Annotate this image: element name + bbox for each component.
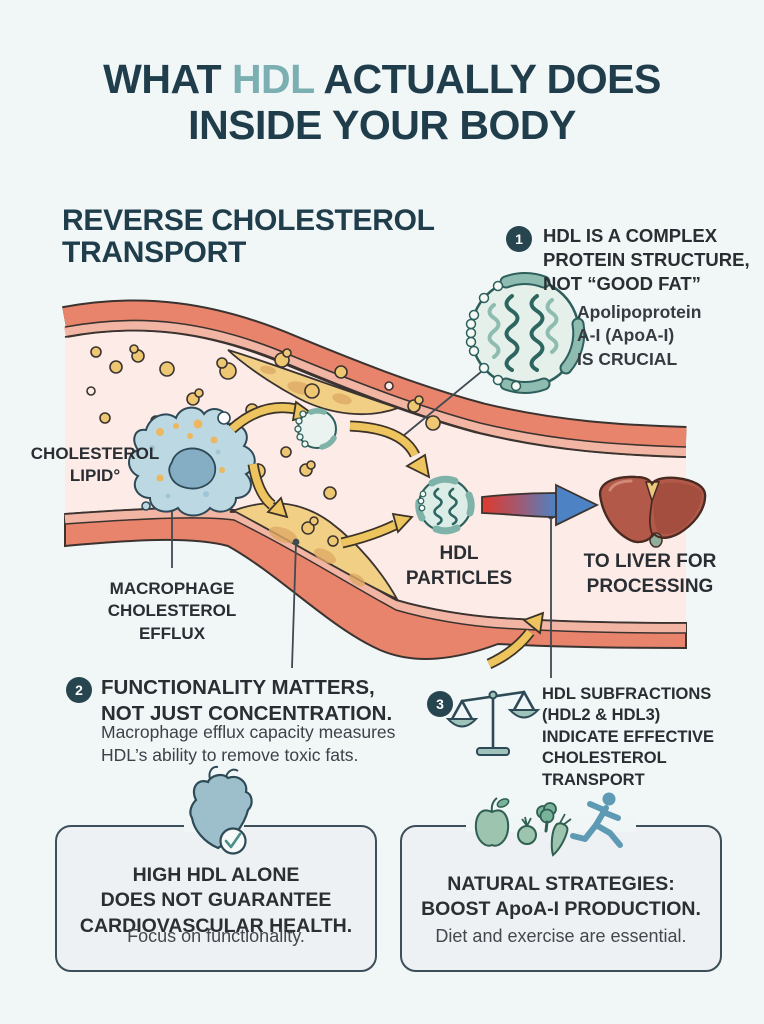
point1-number-badge: 1 bbox=[506, 226, 532, 252]
point1-heading-line: NOT “GOOD FAT” bbox=[543, 273, 701, 295]
efflux-arrows bbox=[228, 400, 545, 669]
hdl-particles-label: HDL PARTICLES bbox=[379, 541, 539, 591]
point1-heading: HDL IS A COMPLEX PROTEIN STRUCTURE, NOT … bbox=[543, 224, 750, 296]
title-line2: INSIDE YOUR BODY bbox=[188, 102, 576, 149]
plaque-bottom bbox=[229, 502, 400, 601]
cholesterol-label-line: LIPID° bbox=[69, 465, 121, 485]
transport-arrow bbox=[481, 483, 600, 527]
point3-heading-line: INDICATE EFFECTIVE bbox=[542, 727, 715, 746]
title-hdl-highlight: HDL bbox=[231, 56, 315, 102]
point1-heading-line: HDL IS A COMPLEX bbox=[543, 225, 718, 246]
point2-heading-line: FUNCTIONALITY MATTERS, bbox=[101, 676, 375, 699]
point3-heading-line: CHOLESTEROL TRANSPORT bbox=[542, 749, 667, 789]
cholesterol-label-line: CHOLESTEROL bbox=[30, 444, 160, 463]
hdl-particles-label-line: PARTICLES bbox=[405, 568, 513, 590]
macrophage-label-line: MACROPHAGE bbox=[109, 579, 235, 598]
macrophage-label-line: EFFLUX bbox=[138, 623, 206, 643]
point2-heading-line: NOT JUST CONCENTRATION. bbox=[101, 702, 393, 726]
macrophage-label-line: CHOLESTEROL bbox=[107, 601, 237, 621]
apoa1-note-line: A-I (ApoA-I) bbox=[577, 325, 675, 346]
macrophage-efflux-label: MACROPHAGE CHOLESTEROL EFFLUX bbox=[92, 578, 252, 645]
box2-heading: NATURAL STRATEGIES: BOOST ApoA-I PRODUCT… bbox=[400, 872, 722, 923]
section-heading-line: REVERSE CHOLESTEROL bbox=[62, 204, 435, 237]
apoa1-note: Apolipoprotein A-I (ApoA-I) IS CRUCIAL bbox=[577, 301, 701, 371]
point2-number-badge: 2 bbox=[66, 677, 92, 703]
point2-heading: FUNCTIONALITY MATTERS, NOT JUST CONCENTR… bbox=[101, 675, 392, 727]
box1-heading: HIGH HDL ALONE DOES NOT GUARANTEE CARDIO… bbox=[55, 863, 377, 939]
section-heading-line: TRANSPORT bbox=[62, 236, 246, 270]
point1-heading-line: PROTEIN STRUCTURE, bbox=[543, 249, 750, 271]
point2-body-line: HDL’s ability to remove toxic fats. bbox=[101, 745, 359, 766]
hdl-particle-large-icon bbox=[415, 475, 475, 535]
box2-subtext: Diet and exercise are essential. bbox=[435, 926, 687, 946]
cholesterol-lipid-label: CHOLESTEROL LIPID° bbox=[30, 443, 160, 487]
apoa1-note-line: IS CRUCIAL bbox=[577, 348, 678, 369]
liver-icon bbox=[598, 475, 707, 548]
title-line1: WHAT HDL ACTUALLY DOES bbox=[0, 56, 764, 102]
to-liver-label-line: PROCESSING bbox=[586, 576, 714, 598]
to-liver-label: TO LIVER FOR PROCESSING bbox=[568, 549, 732, 599]
balance-scale-icon bbox=[445, 690, 541, 756]
box2-heading-line: NATURAL STRATEGIES: bbox=[447, 873, 675, 895]
point3-number-badge: 3 bbox=[427, 691, 453, 717]
box2-heading-line: BOOST ApoA-I PRODUCTION. bbox=[421, 898, 701, 921]
point3-heading: HDL SUBFRACTIONS (HDL2 & HDL3) INDICATE … bbox=[542, 684, 764, 791]
point3-heading-line: HDL SUBFRACTIONS bbox=[542, 685, 712, 703]
point2-body-line: Macrophage efflux capacity measures bbox=[101, 722, 396, 742]
high-hdl-warning-box bbox=[55, 825, 377, 972]
to-liver-label-line: TO LIVER FOR bbox=[583, 551, 717, 572]
page-title: WHAT HDL ACTUALLY DOES INSIDE YOUR BODY bbox=[0, 56, 764, 149]
section-heading: REVERSE CHOLESTEROL TRANSPORT bbox=[62, 204, 482, 270]
apoa1-note-line: Apolipoprotein bbox=[577, 302, 702, 322]
box1-subtext: Focus on functionality. bbox=[127, 926, 305, 946]
point2-body: Macrophage efflux capacity measures HDL’… bbox=[101, 721, 395, 768]
title-post: ACTUALLY DOES bbox=[313, 56, 661, 102]
point3-heading-line: (HDL2 & HDL3) bbox=[542, 706, 661, 725]
box1-heading-line: HIGH HDL ALONE bbox=[132, 864, 300, 886]
box1-heading-line: CARDIOVASCULAR HEALTH. bbox=[79, 914, 353, 937]
hdl-particles-label-line: HDL bbox=[439, 543, 479, 564]
hdl-particle-small-icon bbox=[294, 408, 337, 450]
title-pre: WHAT bbox=[103, 56, 232, 102]
plaque-top bbox=[227, 349, 401, 416]
box1-heading-line: DOES NOT GUARANTEE bbox=[100, 889, 332, 912]
